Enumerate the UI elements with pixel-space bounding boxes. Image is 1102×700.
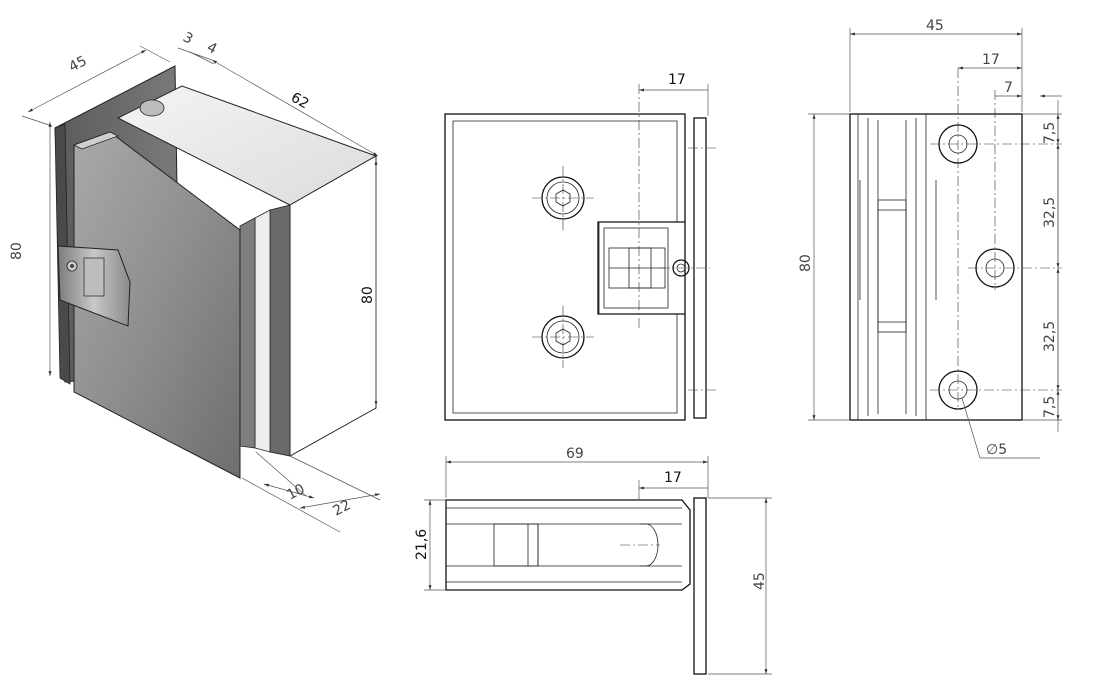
- side-view: 45 17 7 80 7,5 32,5 32,5 7,5 ∅5: [798, 18, 1062, 459]
- front-offset-label: 17: [668, 72, 686, 88]
- iso-clamp-layer-2: [254, 209, 271, 453]
- front-plate-outline: [444, 113, 686, 421]
- front-screw-bottom: [532, 306, 594, 368]
- side-height-label: 80: [798, 254, 814, 272]
- side-spacing-1-label: 32,5: [1042, 197, 1058, 228]
- iso-clamp-side: [289, 155, 377, 457]
- top-depth-label: 45: [752, 572, 768, 590]
- top-length-label: 69: [566, 446, 584, 462]
- iso-height-right-label: 80: [360, 286, 376, 304]
- iso-clamp-layer-3: [239, 217, 256, 449]
- front-screw-top: [532, 166, 594, 230]
- iso-thickness-label: 22: [330, 497, 353, 519]
- iso-gap-a-label: 3: [180, 29, 195, 47]
- top-wall-plate: [693, 497, 707, 675]
- iso-glass-label: 10: [284, 481, 307, 503]
- iso-hinge-slot: [83, 257, 105, 297]
- side-top-label: 7,5: [1042, 122, 1058, 144]
- side-small-label: 7: [1004, 80, 1013, 96]
- top-offset-label: 17: [664, 470, 682, 486]
- isometric-view: 45 3 4 62 80 80 10 22: [9, 29, 381, 533]
- side-spacing-2-label: 32,5: [1042, 321, 1058, 352]
- side-bottom-label: 7,5: [1042, 396, 1058, 418]
- iso-width-label: 45: [66, 53, 89, 75]
- iso-front-plate-top: [72, 131, 120, 150]
- iso-height-left-label: 80: [9, 242, 25, 260]
- side-hole-label: ∅5: [986, 442, 1007, 458]
- side-offset-label: 17: [982, 52, 1000, 68]
- top-view: 69 17 21,6 45: [414, 446, 772, 675]
- top-thickness-label: 21,6: [414, 529, 430, 560]
- iso-clamp-layer-1: [269, 204, 291, 457]
- iso-depth-label: 62: [288, 90, 311, 113]
- front-view: 17: [444, 72, 716, 421]
- side-outline: [849, 113, 1023, 421]
- side-width-label: 45: [926, 18, 944, 34]
- iso-gap-b-label: 4: [204, 39, 219, 57]
- iso-screw-hole: [139, 99, 165, 117]
